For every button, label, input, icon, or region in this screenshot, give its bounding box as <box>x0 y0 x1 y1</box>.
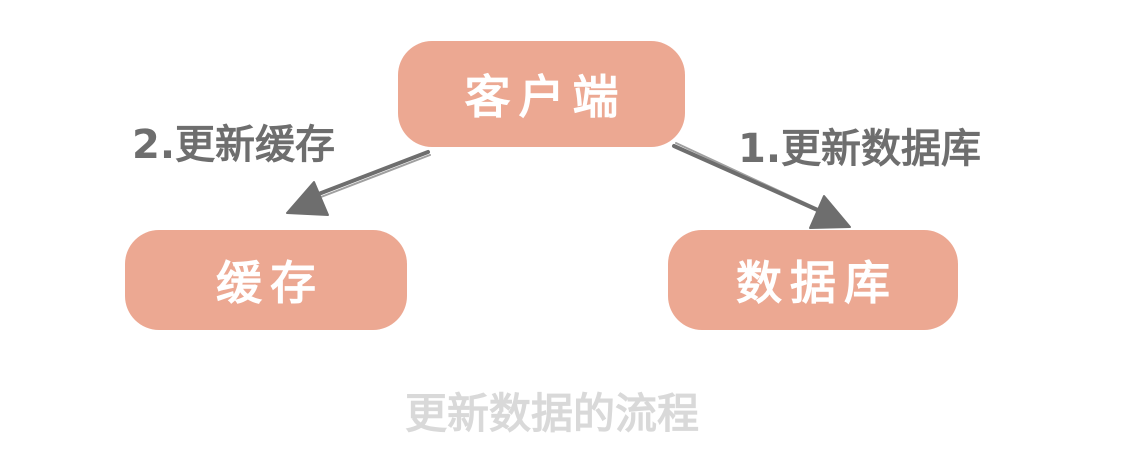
node-client: 客户端 <box>398 41 685 147</box>
node-client-label: 客户端 <box>464 70 627 124</box>
node-cache-label: 缓存 <box>216 256 324 310</box>
node-cache: 缓存 <box>125 230 407 330</box>
edge-label-update-database: 1.更新数据库 <box>738 126 982 172</box>
arrowhead-update-database <box>809 195 851 229</box>
diagram-caption: 更新数据的流程 <box>405 389 700 438</box>
node-database: 数据库 <box>668 230 958 330</box>
edge-label-update-cache: 2.更新缓存 <box>132 122 336 168</box>
node-database-label: 数据库 <box>736 256 898 310</box>
arrowhead-update-cache <box>286 181 329 216</box>
